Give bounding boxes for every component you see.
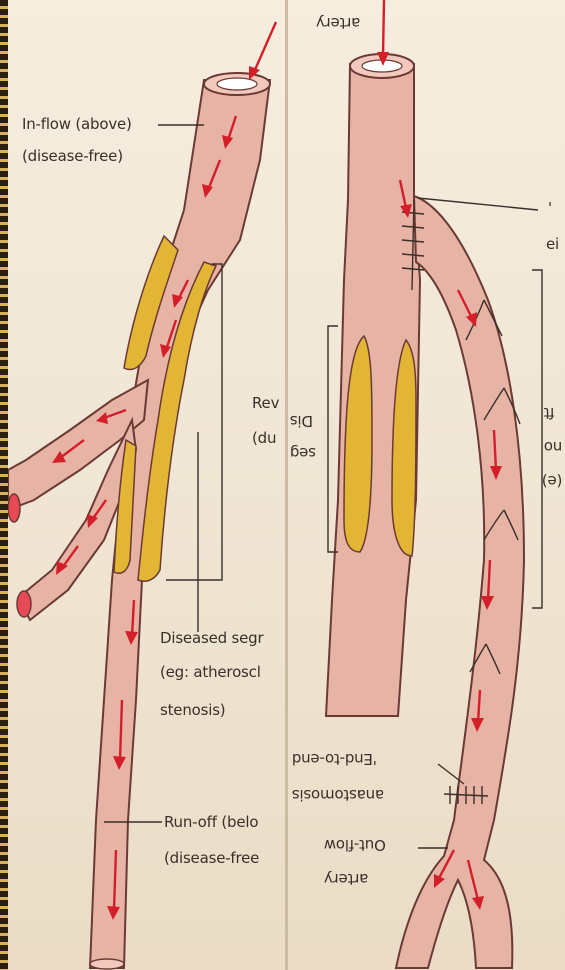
inflow-label: In-flow (above) bbox=[22, 114, 132, 135]
graft-label: ft bbox=[544, 402, 555, 423]
right-panel: artery ' ei Dis seg ft no (e) 'End-to-en… bbox=[288, 0, 565, 970]
diseased-sub-label: seg bbox=[290, 442, 316, 463]
top-right-sub-label: ei bbox=[546, 234, 559, 255]
graft-bracket bbox=[532, 270, 542, 608]
top-right-label: ' bbox=[548, 198, 552, 219]
left-panel: In-flow (above) (disease-free) Rev (du D… bbox=[8, 0, 285, 970]
outflow-artery-label: artery bbox=[324, 868, 368, 889]
runoff-label: Run-off (belo bbox=[164, 812, 258, 833]
branch-opening-lower bbox=[17, 591, 31, 617]
diseased-label: Diseased segr bbox=[160, 628, 263, 649]
book-binding bbox=[0, 0, 8, 970]
distal-sutures bbox=[444, 786, 488, 804]
end-to-end-label: 'End-to-end bbox=[292, 748, 377, 769]
diseased-label: Dis bbox=[290, 410, 313, 431]
reversed-sub-label: (du bbox=[252, 428, 276, 449]
reversed-label: Rev bbox=[252, 393, 279, 414]
right-diagram bbox=[288, 0, 565, 970]
vessel-opening-bottom bbox=[90, 959, 124, 969]
diseased-example-label: (eg: atheroscl bbox=[160, 662, 261, 683]
vessel-lumen-top bbox=[217, 78, 257, 90]
outflow-label: Out-flow bbox=[324, 834, 386, 855]
diseased-stenosis-label: stenosis) bbox=[160, 700, 225, 721]
branch-opening-upper bbox=[8, 494, 20, 522]
graft-sub-label: no bbox=[544, 436, 562, 457]
top-leader bbox=[418, 198, 538, 210]
inflow-sub-label: (disease-free) bbox=[22, 146, 123, 167]
runoff-sub-label: (disease-free bbox=[164, 848, 259, 869]
anastomosis-label: anastomosis bbox=[292, 784, 384, 805]
top-artery-label: artery bbox=[316, 12, 360, 33]
graft-sub-label-2: (e) bbox=[542, 470, 562, 491]
